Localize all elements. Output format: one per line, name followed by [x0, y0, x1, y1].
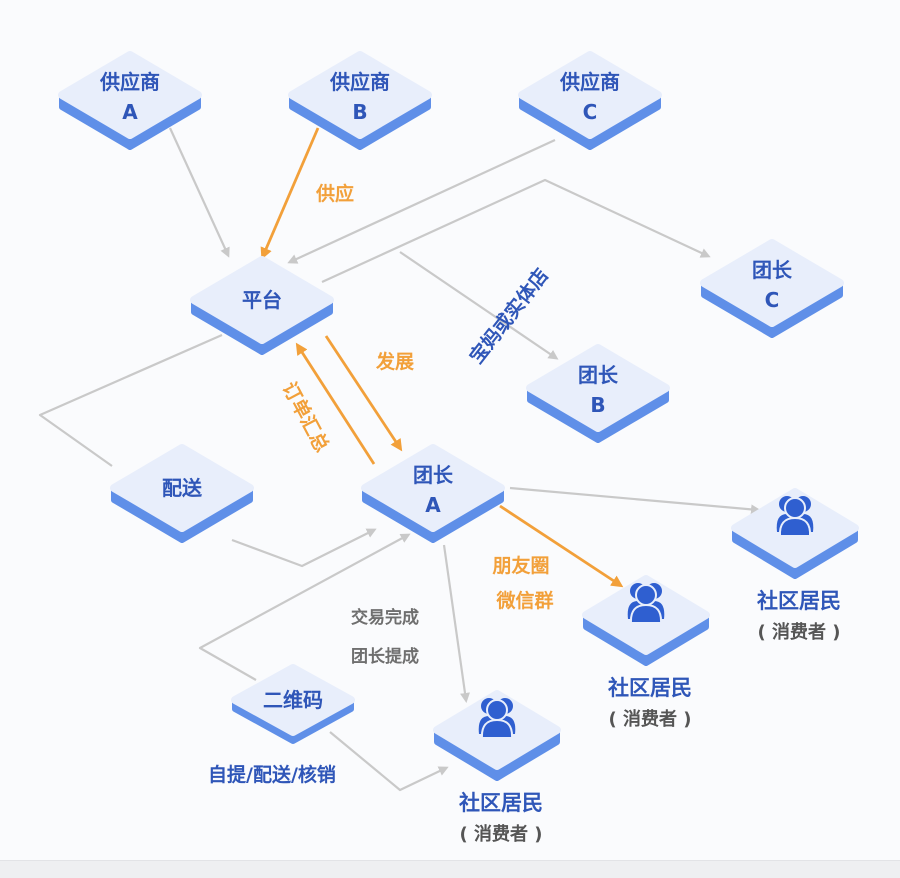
node-label: 平台 — [242, 288, 282, 312]
label-moments: 朋友圈 — [492, 554, 549, 577]
bottom-bar — [0, 860, 900, 878]
node-label: 团长 — [413, 463, 454, 487]
node-resident — [731, 488, 859, 579]
label-pickup: 自提/配送/核销 — [208, 763, 336, 786]
resident-sublabel: ( 消费者 ) — [460, 823, 543, 845]
node-delivery: 配送 — [110, 444, 254, 543]
node-label: B — [352, 100, 367, 124]
node-label: 配送 — [162, 476, 203, 500]
node-resident — [433, 690, 561, 781]
node-label: B — [590, 393, 605, 417]
node-platform: 平台 — [190, 256, 334, 355]
edge-qrcode-resident — [329, 731, 449, 792]
edge-platform-delivery — [38, 333, 223, 467]
node-label: 供应商 — [559, 70, 620, 94]
people-icon — [627, 583, 665, 624]
edge-platform-leader-a — [324, 335, 403, 452]
edge-supplier-b-platform — [260, 127, 320, 260]
people-icon — [478, 698, 516, 739]
edge-platform-leader-c — [321, 178, 711, 284]
node-supplier-b: 供应商 B — [288, 51, 432, 150]
resident-label: 社区居民 — [756, 589, 841, 613]
node-leader-c: 团长 C — [700, 239, 844, 338]
node-label: C — [583, 100, 598, 124]
edge-qrcode-leader-a — [198, 533, 411, 681]
resident-label: 社区居民 — [458, 791, 543, 815]
label-develop: 发展 — [375, 350, 414, 373]
edge-platform-leader-b — [399, 251, 559, 360]
edge-leader-a-platform — [295, 342, 376, 465]
resident-label: 社区居民 — [607, 676, 692, 700]
label-trade-done: 交易完成 — [351, 607, 419, 628]
node-leader-a: 团长 A — [361, 444, 505, 543]
label-mom-or-store: 宝妈或实体店 — [465, 264, 553, 368]
node-supplier-c: 供应商 C — [518, 51, 662, 150]
node-label: 团长 — [578, 363, 619, 387]
edge-supplier-c-platform — [287, 139, 556, 264]
label-supply: 供应 — [315, 182, 354, 205]
node-label: 团长 — [752, 258, 793, 282]
node-label: A — [425, 493, 441, 517]
node-label: A — [122, 100, 138, 124]
edge-delivery-leader-a — [231, 528, 377, 568]
node-resident — [582, 575, 710, 666]
edge-supplier-a-platform — [168, 127, 230, 258]
node-label: 二维码 — [263, 688, 323, 712]
node-qrcode: 二维码 — [231, 664, 355, 744]
label-commission: 团长提成 — [351, 646, 419, 667]
resident-sublabel: ( 消费者 ) — [758, 621, 841, 643]
label-wechat-group: 微信群 — [495, 589, 553, 612]
node-label: 供应商 — [329, 70, 390, 94]
resident-sublabel: ( 消费者 ) — [609, 708, 692, 730]
node-supplier-a: 供应商 A — [58, 51, 202, 150]
node-label: 供应商 — [99, 70, 160, 94]
edge-leader-a-resident-mid — [499, 504, 624, 588]
edge-leader-a-resident-right — [509, 486, 761, 515]
node-leader-b: 团长 B — [526, 344, 670, 443]
node-label: C — [765, 288, 780, 312]
people-icon — [776, 496, 814, 537]
edge-leader-a-resident-bottom — [442, 544, 470, 703]
